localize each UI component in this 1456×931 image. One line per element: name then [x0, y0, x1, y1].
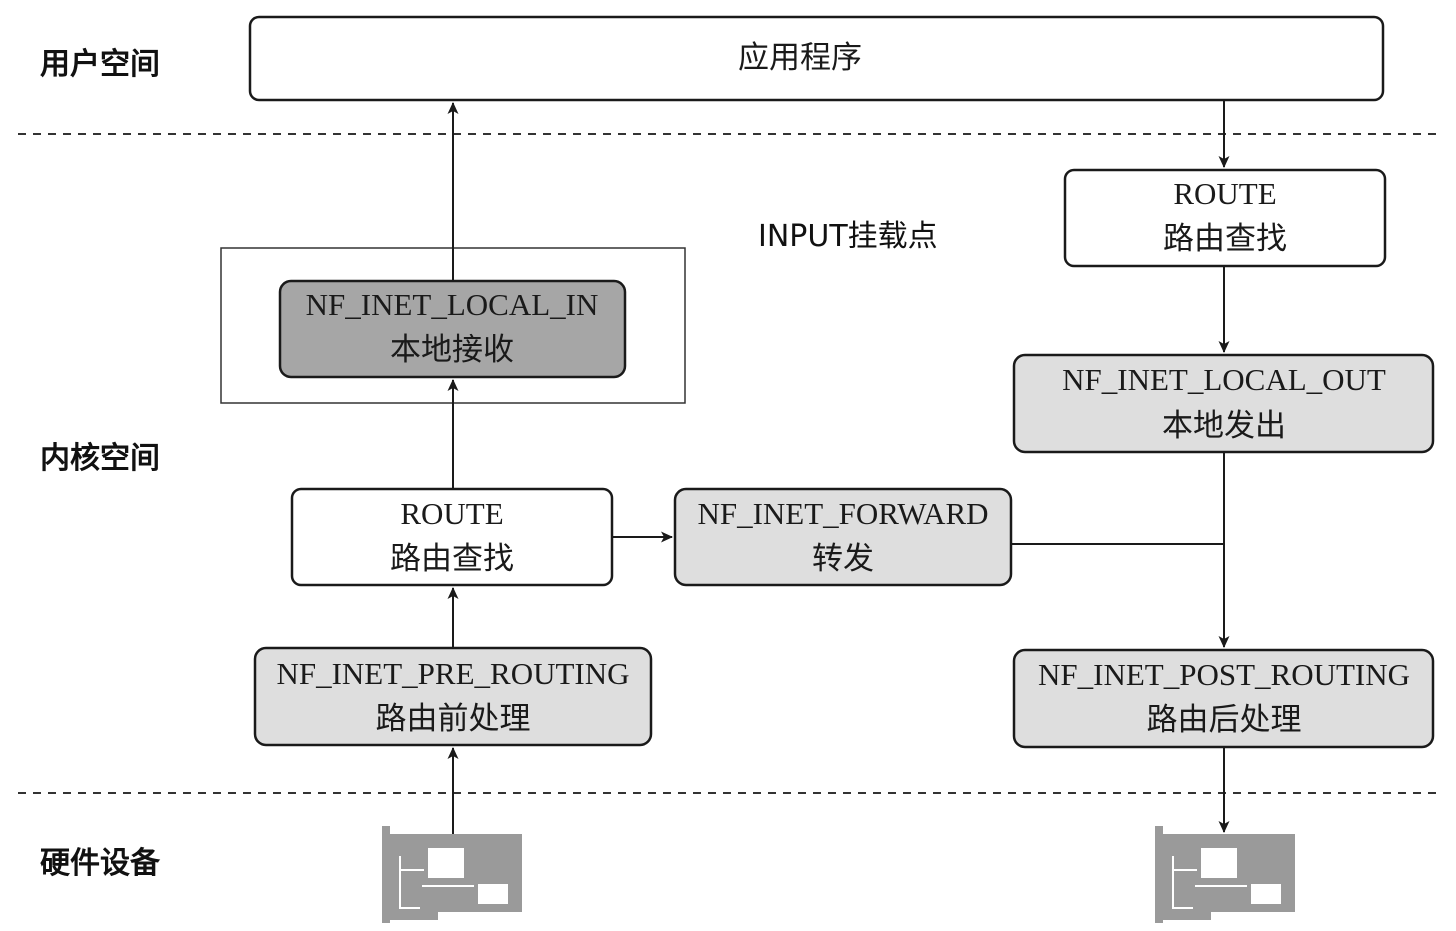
route-right-subtitle: 路由查找 [1163, 221, 1287, 256]
route-right-title: ROUTE [1173, 176, 1276, 211]
forward-node: NF_INET_FORWARD 转发 [673, 487, 1013, 587]
forward-subtitle: 转发 [812, 541, 874, 576]
local-in-node: NF_INET_LOCAL_IN 本地接收 [278, 279, 627, 379]
forward-title: NF_INET_FORWARD [697, 496, 988, 531]
local-in-title: NF_INET_LOCAL_IN [306, 287, 599, 322]
post-routing-title: NF_INET_POST_ROUTING [1038, 657, 1410, 692]
hardware-label: 硬件设备 [40, 846, 161, 881]
local-out-title: NF_INET_LOCAL_OUT [1062, 362, 1386, 397]
route-left-title: ROUTE [400, 496, 503, 531]
local-in-subtitle: 本地接收 [390, 332, 514, 367]
application-label: 应用程序 [738, 40, 862, 75]
route-lookup-input-node: ROUTE 路由查找 [290, 487, 614, 587]
application-node: 应用程序 [248, 15, 1385, 102]
pre-routing-title: NF_INET_PRE_ROUTING [276, 656, 629, 691]
user-space-label: 用户空间 [40, 47, 160, 82]
kernel-space-label: 内核空间 [40, 441, 160, 476]
input-nic-icon [382, 826, 522, 923]
output-nic-icon [1155, 826, 1295, 923]
pre-routing-subtitle: 路由前处理 [376, 701, 531, 736]
local-out-subtitle: 本地发出 [1162, 408, 1286, 443]
route-lookup-output-node: ROUTE 路由查找 [1063, 168, 1387, 268]
input-hook-label: INPUT挂载点 [758, 219, 938, 254]
post-routing-node: NF_INET_POST_ROUTING 路由后处理 [1012, 648, 1435, 749]
pre-routing-node: NF_INET_PRE_ROUTING 路由前处理 [253, 646, 653, 747]
route-left-subtitle: 路由查找 [390, 541, 514, 576]
post-routing-subtitle: 路由后处理 [1147, 702, 1302, 737]
local-out-node: NF_INET_LOCAL_OUT 本地发出 [1012, 353, 1435, 454]
